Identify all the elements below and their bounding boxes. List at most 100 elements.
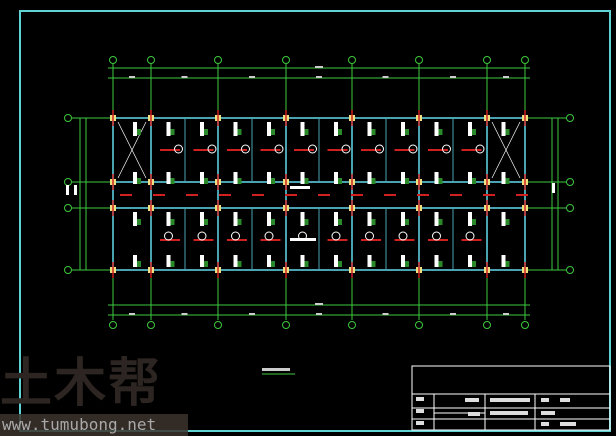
axis-bubble <box>483 321 491 329</box>
member-mark <box>271 261 275 267</box>
dimension-text <box>249 76 255 78</box>
axis-bubble <box>109 56 117 64</box>
member-label <box>401 172 405 184</box>
watermark-logo: 土木帮 <box>0 354 163 414</box>
title-block-text <box>465 398 479 402</box>
member-mark <box>338 261 342 267</box>
axis-text <box>552 183 555 193</box>
member-label <box>133 122 137 136</box>
axis-bubble <box>415 321 423 329</box>
axis-text <box>74 185 77 195</box>
member-mark <box>472 129 476 135</box>
member-mark <box>304 261 309 267</box>
member-label <box>233 255 238 267</box>
axis-bubble <box>64 266 72 274</box>
axis-bubble <box>109 321 117 329</box>
room-label <box>290 186 310 189</box>
section-bubble <box>164 231 173 241</box>
member-mark <box>271 129 275 135</box>
axis-bubble <box>483 56 491 64</box>
member-label <box>267 255 271 267</box>
member-label <box>367 122 372 136</box>
member-mark <box>371 219 376 225</box>
title-block-text <box>541 398 549 402</box>
member-label <box>434 255 439 267</box>
dimension-text <box>129 313 135 315</box>
member-mark <box>438 261 443 267</box>
member-mark <box>505 178 510 184</box>
member-mark <box>472 261 476 267</box>
axis-bubble <box>64 178 72 186</box>
stair-cross <box>491 121 521 179</box>
member-label <box>233 122 238 136</box>
member-mark <box>338 178 342 184</box>
axis-bubble <box>64 114 72 122</box>
dimension-text <box>315 66 323 68</box>
dimension-text <box>382 313 389 315</box>
member-mark <box>137 219 141 225</box>
member-label <box>501 212 506 226</box>
section-bubble <box>231 231 240 241</box>
title-block-text <box>490 398 530 402</box>
member-label <box>133 172 137 184</box>
member-label <box>401 122 405 136</box>
member-label <box>401 212 405 226</box>
member-mark <box>405 219 409 225</box>
section-bubble <box>465 231 475 241</box>
section-bubble <box>341 144 351 154</box>
member-label <box>367 172 372 184</box>
axis-bubble <box>415 56 423 64</box>
member-mark <box>304 178 309 184</box>
member-label <box>468 255 472 267</box>
member-label <box>200 212 204 226</box>
member-mark <box>438 129 443 135</box>
member-label <box>166 212 171 226</box>
member-mark <box>472 219 476 225</box>
section-bubble <box>475 144 485 154</box>
member-label <box>468 172 472 184</box>
member-label <box>233 212 238 226</box>
axis-bubble <box>282 56 290 64</box>
member-mark <box>472 178 476 184</box>
member-label <box>300 172 305 184</box>
member-mark <box>405 178 409 184</box>
member-mark <box>237 129 242 135</box>
drawing-frame <box>19 10 611 432</box>
section-bubble <box>432 231 441 241</box>
title-block-text <box>416 421 424 425</box>
title-block-text <box>560 398 570 402</box>
member-label <box>166 122 171 136</box>
axis-bubble <box>566 114 574 122</box>
title-block-text <box>468 412 480 416</box>
member-label <box>267 172 271 184</box>
watermark-url: www.tumubong.net <box>0 414 188 436</box>
member-mark <box>271 219 275 225</box>
section-bubble <box>207 144 217 154</box>
member-mark <box>204 129 208 135</box>
section-bubble <box>241 144 250 154</box>
dimension-text <box>316 76 322 78</box>
section-bubble <box>197 231 207 241</box>
member-mark <box>505 219 510 225</box>
member-mark <box>438 219 443 225</box>
member-mark <box>371 178 376 184</box>
axis-bubble <box>521 321 529 329</box>
member-mark <box>405 129 409 135</box>
member-mark <box>237 219 242 225</box>
member-label <box>434 122 439 136</box>
title-block <box>411 365 611 431</box>
member-label <box>334 255 338 267</box>
title-block-text <box>541 411 555 415</box>
drawing-caption <box>262 368 290 371</box>
axis-bubble <box>282 321 290 329</box>
member-label <box>200 255 204 267</box>
dimension-text <box>316 313 322 315</box>
axis-bubble <box>214 321 222 329</box>
axis-bubble <box>348 321 356 329</box>
axis-bubble <box>147 56 155 64</box>
member-label <box>233 172 238 184</box>
axis-bubble <box>566 178 574 186</box>
member-mark <box>204 178 208 184</box>
member-mark <box>170 261 175 267</box>
member-label <box>501 122 506 136</box>
